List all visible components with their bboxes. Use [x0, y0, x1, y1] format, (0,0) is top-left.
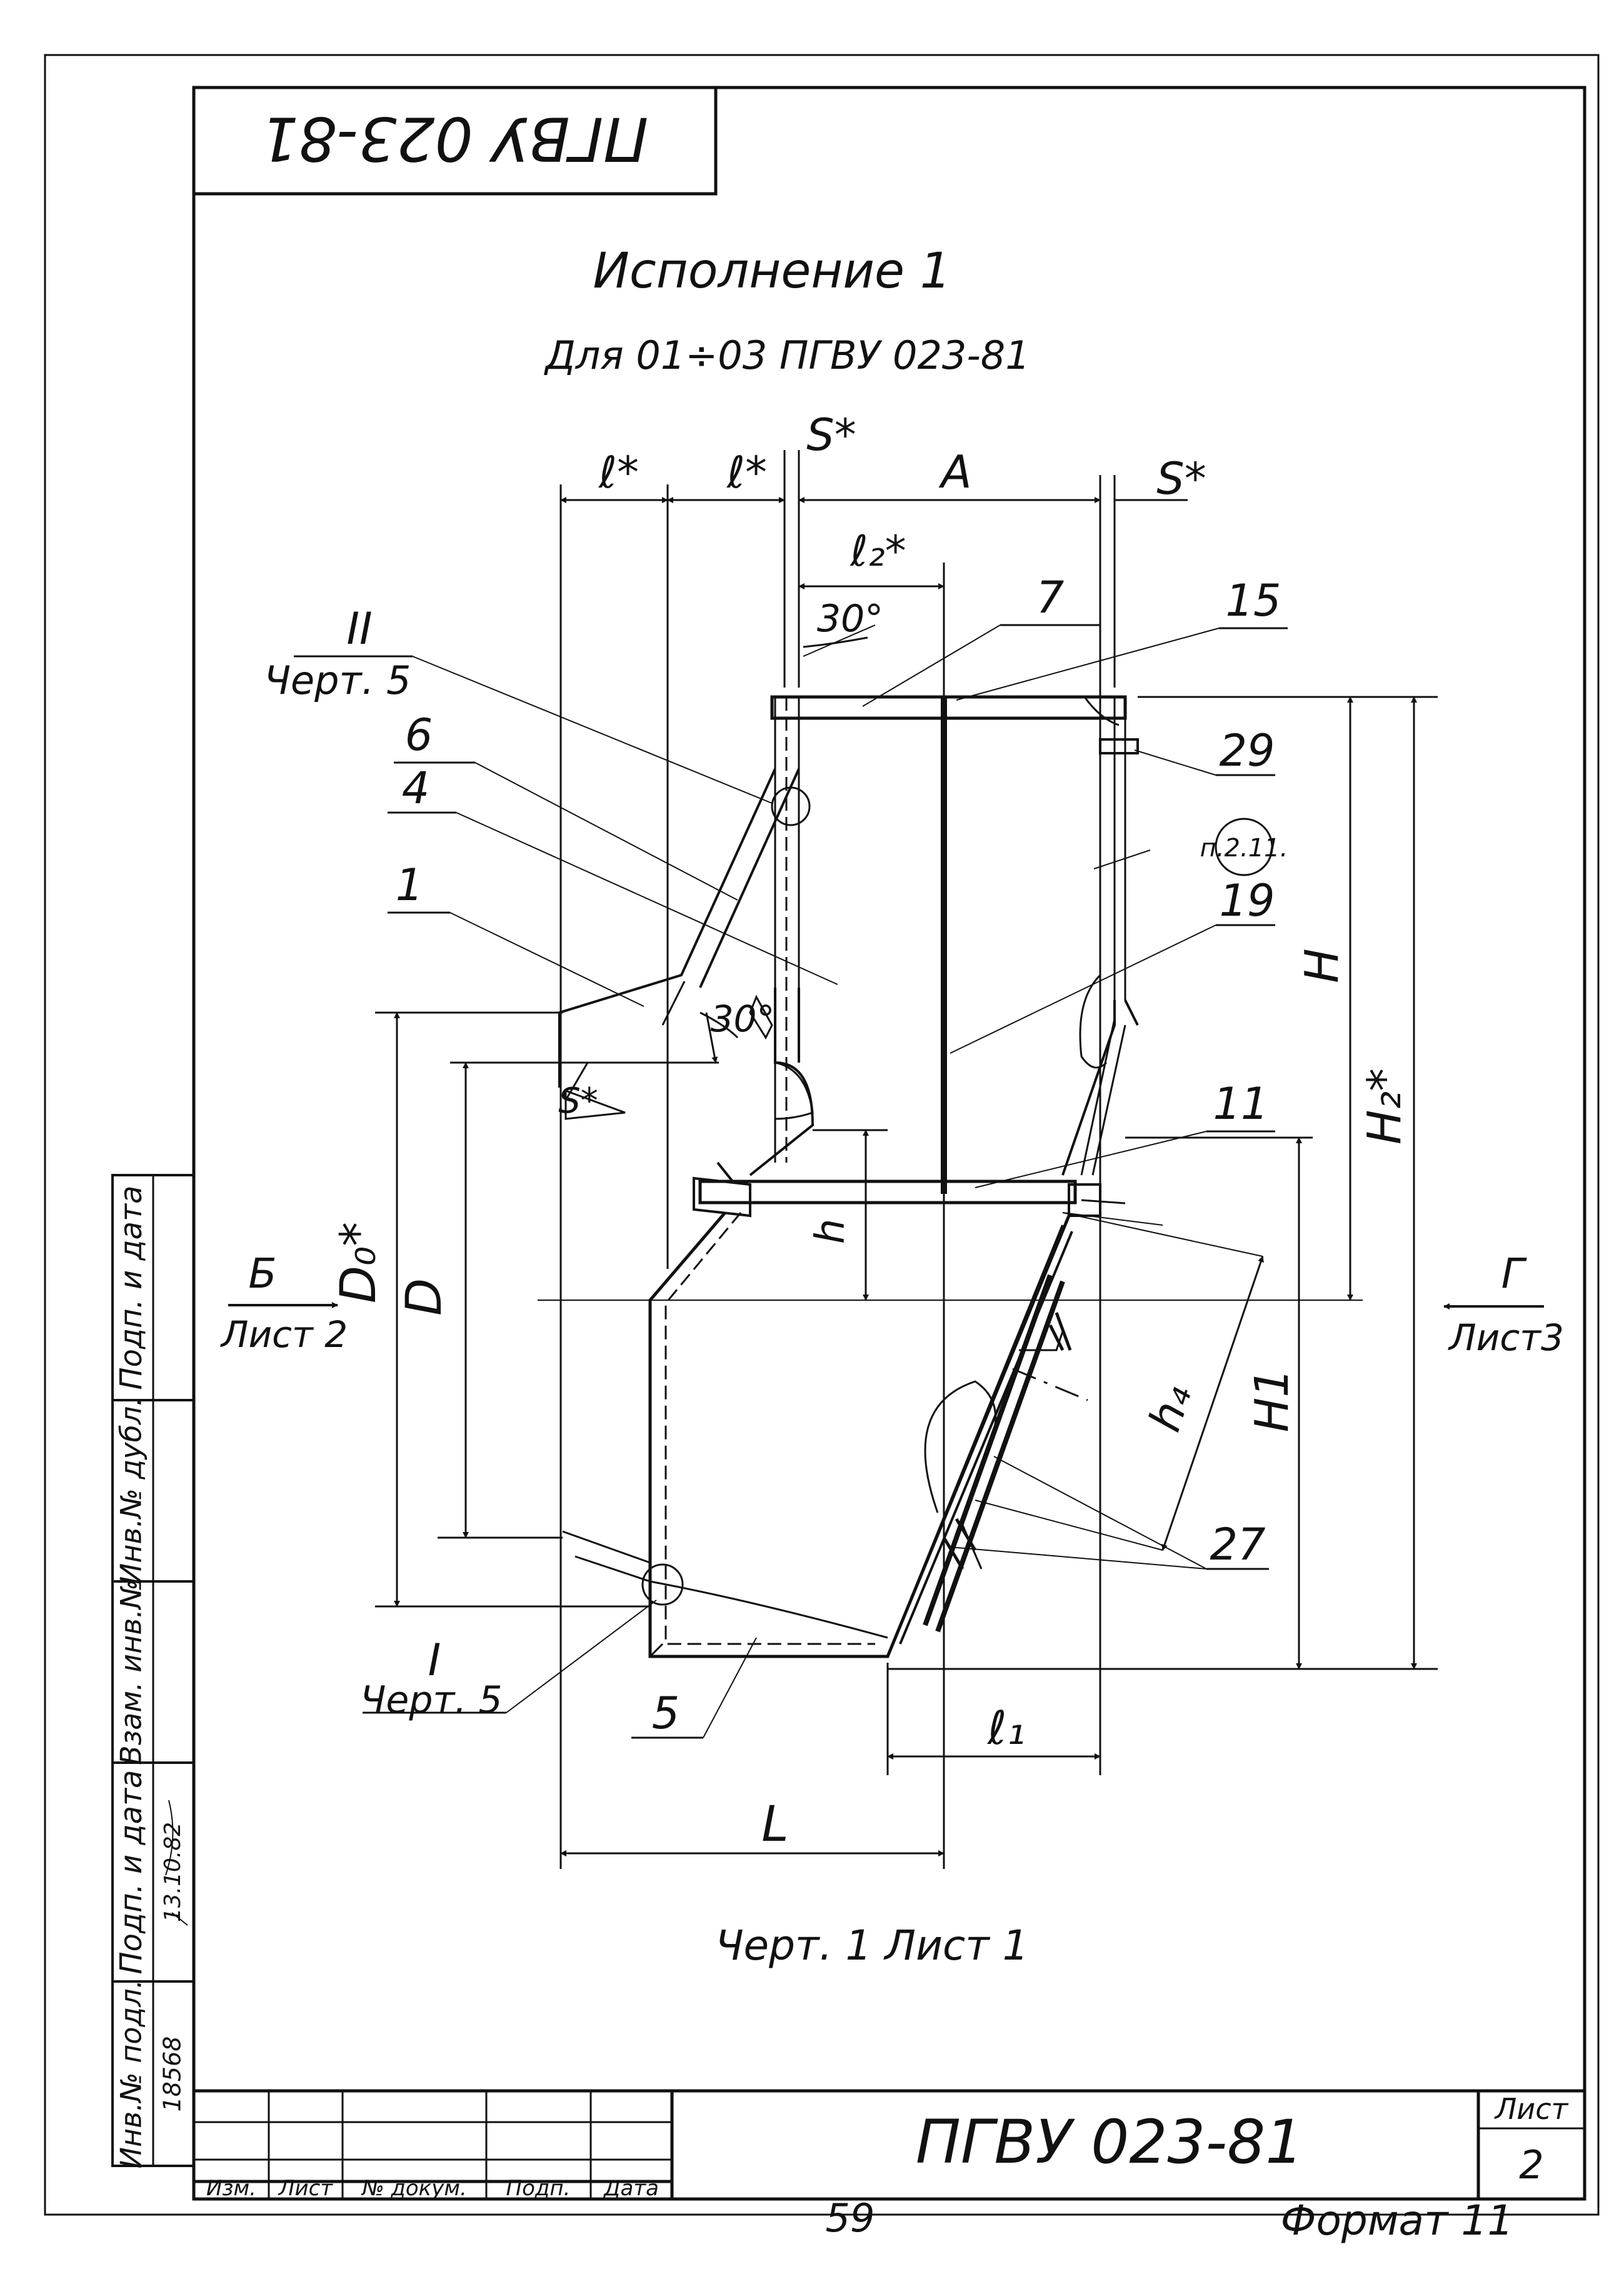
- dim-l-star-1: ℓ*: [598, 447, 639, 498]
- dim-H2-star: H₂*: [1358, 1068, 1411, 1144]
- dim-D0-star: D₀*: [331, 1222, 387, 1303]
- signature-mark: [165, 1800, 188, 1926]
- tb-sheet-number: 2: [1519, 2142, 1543, 2188]
- tb-sheet-label: Лист: [1494, 2092, 1569, 2126]
- dim-L: L: [761, 1796, 788, 1853]
- detail-I-label: I: [428, 1635, 441, 1686]
- detail-II-label: II: [346, 603, 372, 654]
- tb-col-data: Дата: [603, 2176, 659, 2201]
- tb-col-podp: Подп.: [506, 2176, 571, 2201]
- part-6: 6: [405, 709, 433, 761]
- left-dimensions: [375, 1011, 1363, 1608]
- part-7: 7: [1036, 572, 1065, 623]
- view-B-letter: Б: [248, 1250, 276, 1298]
- outer-frame: [44, 54, 1600, 2216]
- dim-l1: ℓ₁: [986, 1701, 1025, 1755]
- rotated-code-box: ПГВУ 023-81: [192, 86, 718, 196]
- upper-duct: [558, 695, 1139, 1194]
- view-G-letter: Г: [1501, 1250, 1528, 1298]
- dim-s-star-1: S*: [806, 409, 856, 461]
- view-G-sheet: Лист3: [1448, 1316, 1564, 1359]
- dim-H1: H1: [1245, 1368, 1299, 1433]
- dim-l-star-2: ℓ*: [726, 447, 767, 498]
- angle-30-top: 30°: [817, 597, 883, 641]
- drawing-title: Исполнение 1: [593, 243, 951, 299]
- drawing-subtitle: Для 01÷03 ПГВУ 023-81: [543, 333, 1030, 378]
- dim-H: H: [1295, 948, 1349, 983]
- angle-30-lower: 30°: [711, 998, 775, 1040]
- dim-s-star-2: S*: [1156, 453, 1206, 504]
- part-19: 19: [1219, 875, 1275, 926]
- stamp-sign-date-1: Подп. и дата: [114, 1186, 149, 1390]
- dim-h: h: [808, 1219, 854, 1245]
- part-29: 29: [1219, 725, 1275, 776]
- stamp-sign-date-2: Подп. и дата: [114, 1770, 149, 1975]
- detail-circle-II: [771, 786, 811, 826]
- tb-col-dokum: № докум.: [361, 2176, 467, 2201]
- view-B-sheet: Лист 2: [220, 1313, 348, 1356]
- inner-frame: [192, 86, 1586, 2201]
- part-11: 11: [1213, 1078, 1268, 1129]
- stamp-inv-podl: Инв.№ подл.: [114, 1980, 148, 2169]
- dim-s-star-lower: S*: [558, 1081, 598, 1121]
- stamp-inv-dubl: Инв.№ дубл.: [114, 1397, 148, 1585]
- part-27: 27: [1210, 1519, 1265, 1570]
- dim-l2-line: [798, 563, 945, 1200]
- part-5: 5: [652, 1688, 680, 1739]
- middle-flange: [693, 1161, 1126, 1218]
- callouts: [294, 624, 1288, 1739]
- page-number: 59: [826, 2195, 875, 2241]
- dim-h4: h₄: [1139, 1378, 1201, 1437]
- tb-col-list: Лист: [278, 2176, 333, 2201]
- dim-l2-star: ℓ₂*: [850, 527, 906, 576]
- part-4: 4: [402, 763, 430, 814]
- dim-A: A: [938, 446, 971, 498]
- angle-arc-lower: [699, 1011, 739, 1039]
- stamp-inv-value: 18568: [159, 2036, 186, 2112]
- dim-D: D: [396, 1278, 453, 1316]
- lower-body: [562, 1211, 1073, 1658]
- stamp-vzam-inv: Взам. инв.№: [114, 1579, 148, 1765]
- flange-top: [770, 695, 1127, 720]
- top-dimension-chain: [559, 450, 1188, 1631]
- side-stamp: [111, 1174, 195, 2167]
- detail-circle-I: [641, 1563, 684, 1606]
- detail-II-ref: Черт. 5: [264, 658, 411, 703]
- tb-col-izm: Изм.: [206, 2176, 256, 2201]
- detail-I-ref: Черт. 5: [360, 1678, 502, 1722]
- format-label: Формат 11: [1281, 2196, 1514, 2245]
- caption: Черт. 1 Лист 1: [715, 1921, 1028, 1970]
- right-dimensions: [888, 696, 1438, 1670]
- bottom-dimensions: [559, 1200, 1101, 1869]
- rotated-code: ПГВУ 023-81: [261, 104, 649, 174]
- part-15: 15: [1225, 575, 1281, 626]
- note-p211: п.2.11.: [1200, 834, 1288, 863]
- s-star-triangle: [564, 1089, 626, 1120]
- tb-code: ПГВУ 023-81: [916, 2107, 1304, 2177]
- title-block: [194, 2089, 1585, 2199]
- part-1: 1: [396, 859, 424, 911]
